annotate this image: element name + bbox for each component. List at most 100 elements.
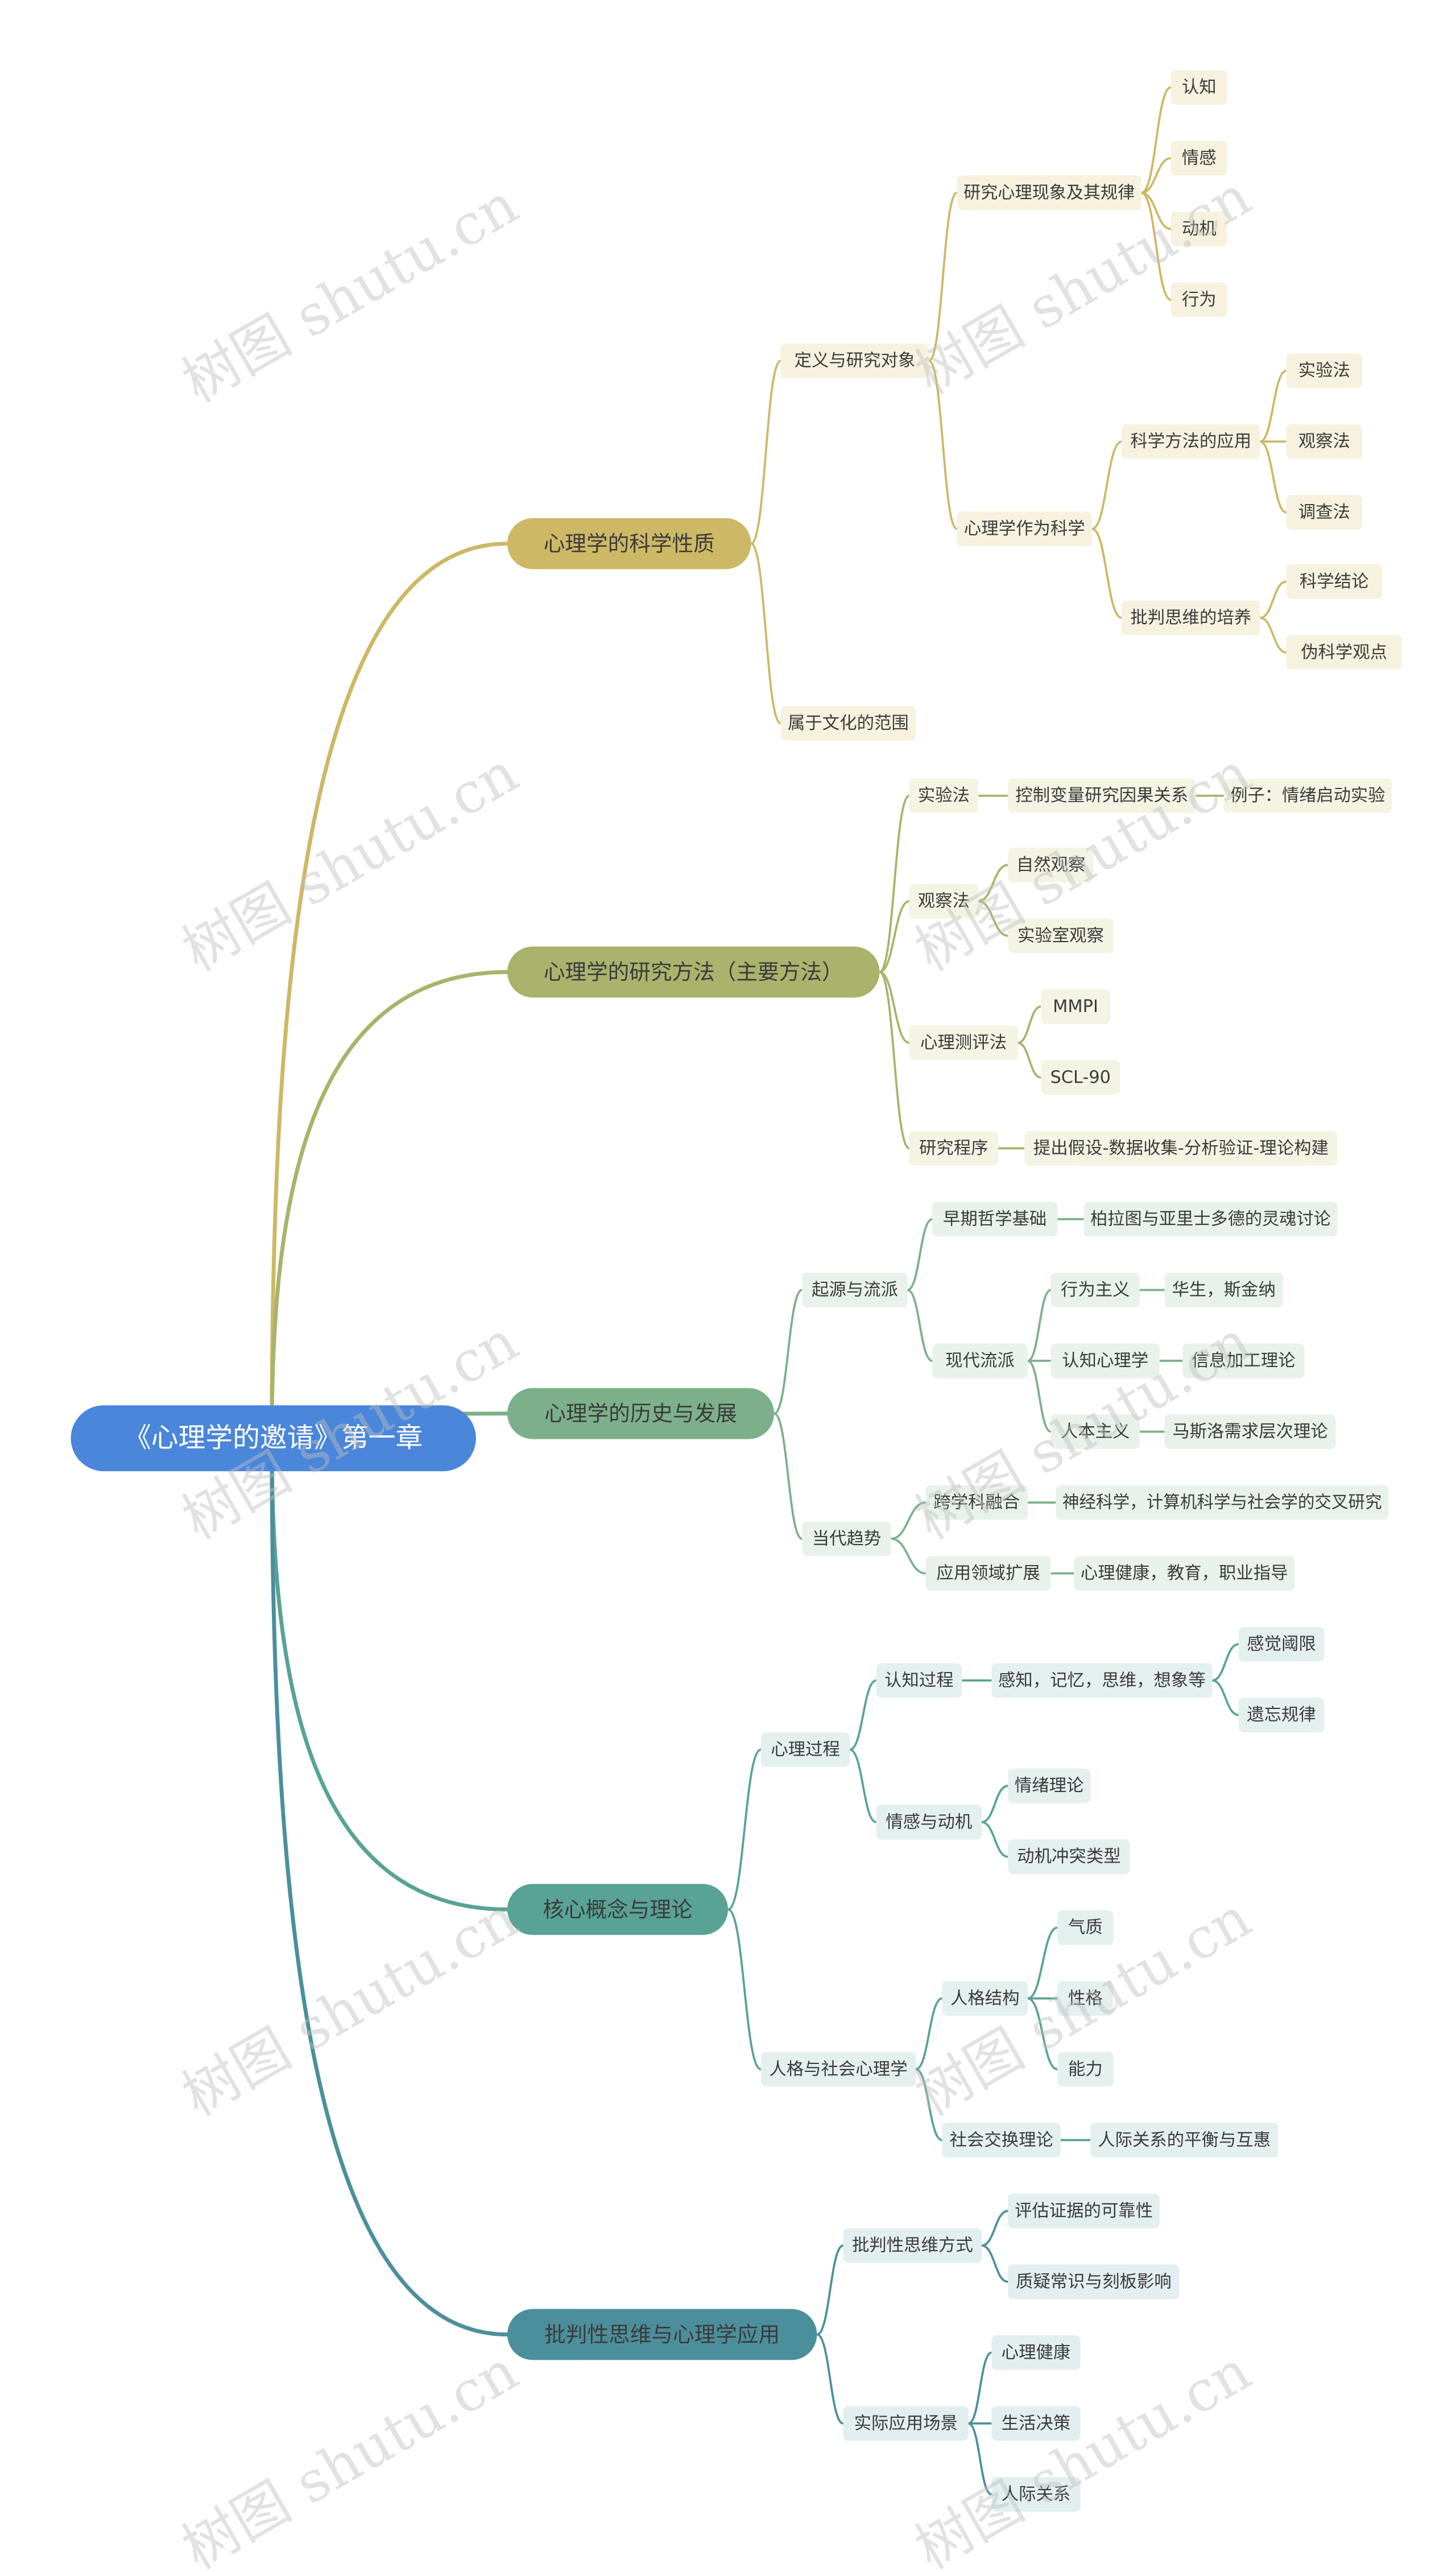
node-label: 评估证据的可靠性 [1015,2201,1153,2221]
subtopic-node[interactable]: 能力 [1057,2051,1114,2087]
subtopic-node[interactable]: 柏拉图与亚里士多德的灵魂讨论 [1083,1202,1338,1237]
subtopic-node[interactable]: 情感 [1171,141,1227,176]
node-label: 柏拉图与亚里士多德的灵魂讨论 [1090,1209,1331,1229]
root-topic[interactable]: 《心理学的邀请》第一章 [71,1405,476,1472]
connector-line [1211,1643,1239,1682]
subtopic-node[interactable]: 伪科学观点 [1286,635,1402,670]
subtopic-node[interactable]: 心理过程 [760,1732,850,1767]
subtopic-node[interactable]: 感觉阈限 [1238,1626,1325,1662]
node-background [1074,1556,1295,1591]
subtopic-node[interactable]: 自然观察 [1008,847,1094,882]
subtopic-node[interactable]: 心理学作为科学 [957,511,1092,546]
subtopic-node[interactable]: 实验法 [909,778,979,814]
node-background [942,2123,1061,2158]
subtopic-node[interactable]: 人本主义 [1050,1414,1140,1449]
branch-topic[interactable]: 心理学的历史与发展 [507,1388,775,1439]
subtopic-node[interactable]: 定义与研究对象 [780,343,929,378]
subtopic-node[interactable]: 观察法 [1286,424,1362,459]
subtopic-node[interactable]: 提出假设-数据收集-分析验证-理论构建 [1024,1131,1338,1166]
subtopic-node[interactable]: 动机冲突类型 [1008,1839,1130,1875]
node-background [925,1556,1051,1591]
subtopic-node[interactable]: 认知过程 [876,1663,962,1698]
subtopic-node[interactable]: 性格 [1057,1981,1114,2016]
node-background [1171,70,1227,105]
subtopic-node[interactable]: 行为主义 [1050,1273,1140,1307]
subtopic-node[interactable]: 实验法 [1286,353,1362,388]
subtopic-node[interactable]: 社会交换理论 [942,2123,1061,2158]
node-label: 生活决策 [1002,2413,1071,2433]
subtopic-node[interactable]: 实际应用场景 [843,2406,969,2441]
subtopic-node[interactable]: 信息加工理论 [1182,1343,1305,1378]
subtopic-node[interactable]: 认知心理学 [1050,1343,1160,1378]
node-label: 社会交换理论 [950,2130,1053,2150]
subtopic-node[interactable]: 心理测评法 [909,1025,1018,1060]
node-label: 行为 [1182,290,1217,310]
subtopic-node[interactable]: 研究程序 [909,1131,998,1166]
subtopic-node[interactable]: 气质 [1057,1910,1114,1945]
connector-line [1141,86,1172,194]
subtopic-node[interactable]: MMPI [1041,989,1110,1024]
branch-topic[interactable]: 核心概念与理论 [507,1884,728,1935]
node-label: 马斯洛需求层次理论 [1172,1422,1328,1442]
subtopic-node[interactable]: 属于文化的范围 [780,705,916,741]
node-label: 心理学的历史与发展 [544,1401,737,1426]
connector-line [1259,369,1287,443]
subtopic-node[interactable]: 调查法 [1286,495,1362,530]
subtopic-node[interactable]: 批判思维的培养 [1122,600,1260,635]
branch-topic[interactable]: 心理学的研究方法（主要方法） [507,946,880,998]
node-label: 研究程序 [919,1138,988,1158]
node-label: 科学方法的应用 [1130,432,1251,452]
subtopic-node[interactable]: SCL-90 [1041,1060,1120,1095]
connector-line [907,1289,933,1362]
node-background [876,1663,962,1698]
node-label: 华生，斯金纳 [1172,1280,1275,1300]
connector-line [891,1501,926,1540]
subtopic-node[interactable]: 例子：情绪启动实验 [1223,778,1392,814]
branch-topic[interactable]: 心理学的科学性质 [507,518,751,569]
subtopic-node[interactable]: 应用领域扩展 [925,1556,1051,1591]
node-label: 行为主义 [1061,1280,1130,1300]
node-label: 能力 [1068,2059,1103,2079]
subtopic-node[interactable]: 情绪理论 [1008,1768,1091,1803]
subtopic-node[interactable]: 跨学科融合 [925,1485,1028,1520]
subtopic-node[interactable]: 评估证据的可靠性 [1008,2193,1160,2228]
subtopic-node[interactable]: 早期哲学基础 [932,1202,1058,1237]
subtopic-node[interactable]: 人际关系 [991,2477,1081,2512]
subtopic-node[interactable]: 心理健康，教育，职业指导 [1074,1556,1295,1591]
node-label: 质疑常识与刻板影响 [1016,2272,1172,2292]
subtopic-node[interactable]: 马斯洛需求层次理论 [1164,1414,1336,1449]
branch-topic[interactable]: 批判性思维与心理学应用 [507,2309,817,2360]
subtopic-node[interactable]: 感知，记忆，思维，想象等 [991,1663,1213,1698]
subtopic-node[interactable]: 人格结构 [942,1981,1028,2016]
subtopic-node[interactable]: 观察法 [909,884,979,919]
subtopic-node[interactable]: 当代趋势 [802,1521,891,1557]
subtopic-node[interactable]: 遗忘规律 [1238,1698,1325,1733]
subtopic-node[interactable]: 研究心理现象及其规律 [957,175,1141,210]
node-label: 实验法 [918,786,970,806]
subtopic-node[interactable]: 现代流派 [932,1343,1028,1378]
connector-line [1027,1289,1052,1362]
node-label: 感知，记忆，思维，想象等 [998,1670,1206,1690]
subtopic-node[interactable]: 动机 [1171,212,1227,246]
connector-line [879,900,910,973]
node-label: 观察法 [1298,432,1350,452]
subtopic-node[interactable]: 实验室观察 [1008,918,1114,953]
subtopic-node[interactable]: 人格与社会心理学 [760,2051,916,2087]
node-background [802,1273,908,1307]
subtopic-node[interactable]: 生活决策 [991,2406,1081,2441]
subtopic-node[interactable]: 控制变量研究因果关系 [1008,778,1196,814]
subtopic-node[interactable]: 科学结论 [1286,564,1382,599]
subtopic-node[interactable]: 心理健康 [991,2335,1081,2370]
subtopic-node[interactable]: 行为 [1171,282,1227,317]
subtopic-node[interactable]: 情感与动机 [876,1805,982,1840]
subtopic-node[interactable]: 科学方法的应用 [1122,424,1260,459]
subtopic-node[interactable]: 认知 [1171,70,1227,105]
subtopic-node[interactable]: 质疑常识与刻板影响 [1008,2264,1180,2299]
node-background [1122,600,1260,635]
subtopic-node[interactable]: 华生，斯金纳 [1164,1273,1283,1307]
subtopic-node[interactable]: 神经科学，计算机科学与社会学的交叉研究 [1056,1485,1389,1520]
subtopic-node[interactable]: 人际关系的平衡与互惠 [1090,2123,1279,2158]
connector-line [907,1218,933,1291]
subtopic-node[interactable]: 批判性思维方式 [843,2228,982,2263]
subtopic-node[interactable]: 起源与流派 [802,1273,908,1307]
